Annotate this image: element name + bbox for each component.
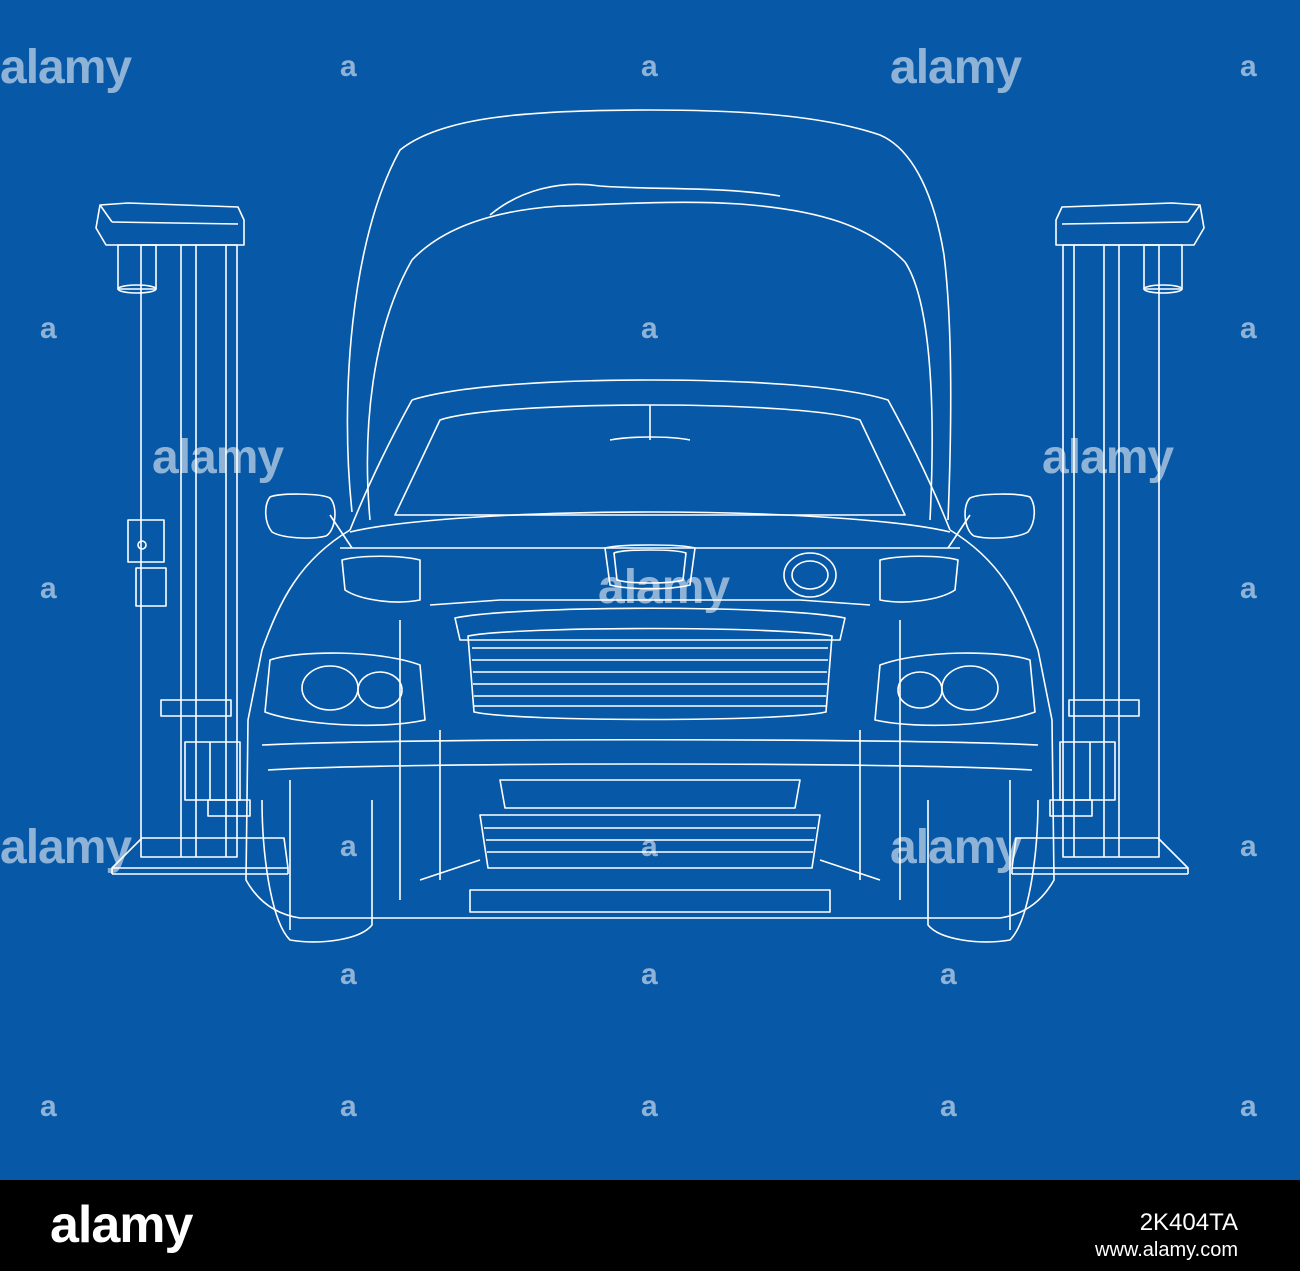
watermark-brand: alamy (598, 561, 730, 614)
image-id-label: 2K404TA (1139, 1209, 1238, 1236)
footer-url-link[interactable]: www.alamy.com (1095, 1239, 1238, 1261)
footer-logo[interactable]: alamy (50, 1196, 193, 1254)
watermark-mark: a (940, 958, 957, 991)
watermark-mark: a (940, 1090, 957, 1123)
watermark-mark: a (1240, 1090, 1257, 1123)
watermark-mark: a (1240, 312, 1257, 345)
right-lift-post (1011, 202, 1205, 875)
car-body (245, 379, 1055, 943)
watermark-mark: a (1240, 830, 1257, 863)
watermark-mark: a (40, 1090, 57, 1123)
watermark-mark: a (40, 572, 57, 605)
watermark-mark: a (1240, 572, 1257, 605)
left-lift-post (95, 202, 289, 875)
watermark-mark: a (340, 1090, 357, 1123)
blueprint-illustration: alamy alamy alamy alamy alamy alamy alam… (0, 0, 1300, 1180)
watermark-mark: a (641, 312, 658, 345)
watermark-mark: a (641, 958, 658, 991)
watermark-mark: a (340, 830, 357, 863)
watermark-mark: a (40, 312, 57, 345)
watermark-brand: alamy (0, 821, 132, 874)
watermark-mark: a (1240, 50, 1257, 83)
watermark-mark: a (340, 50, 357, 83)
watermark-mark: a (340, 958, 357, 991)
car-lift-wireframe (95, 109, 1205, 943)
car-hood-open (346, 109, 952, 521)
watermark-mark: a (641, 50, 658, 83)
stock-footer-bar: alamy 2K404TA www.alamy.com (0, 1180, 1300, 1271)
watermark-brand: alamy (0, 41, 132, 94)
watermark-mark: a (641, 830, 658, 863)
watermark-mark: a (641, 1090, 658, 1123)
watermark-brand: alamy (1042, 431, 1174, 484)
watermark-brand: alamy (152, 431, 284, 484)
watermark-brand: alamy (890, 41, 1022, 94)
watermark-brand: alamy (890, 821, 1022, 874)
